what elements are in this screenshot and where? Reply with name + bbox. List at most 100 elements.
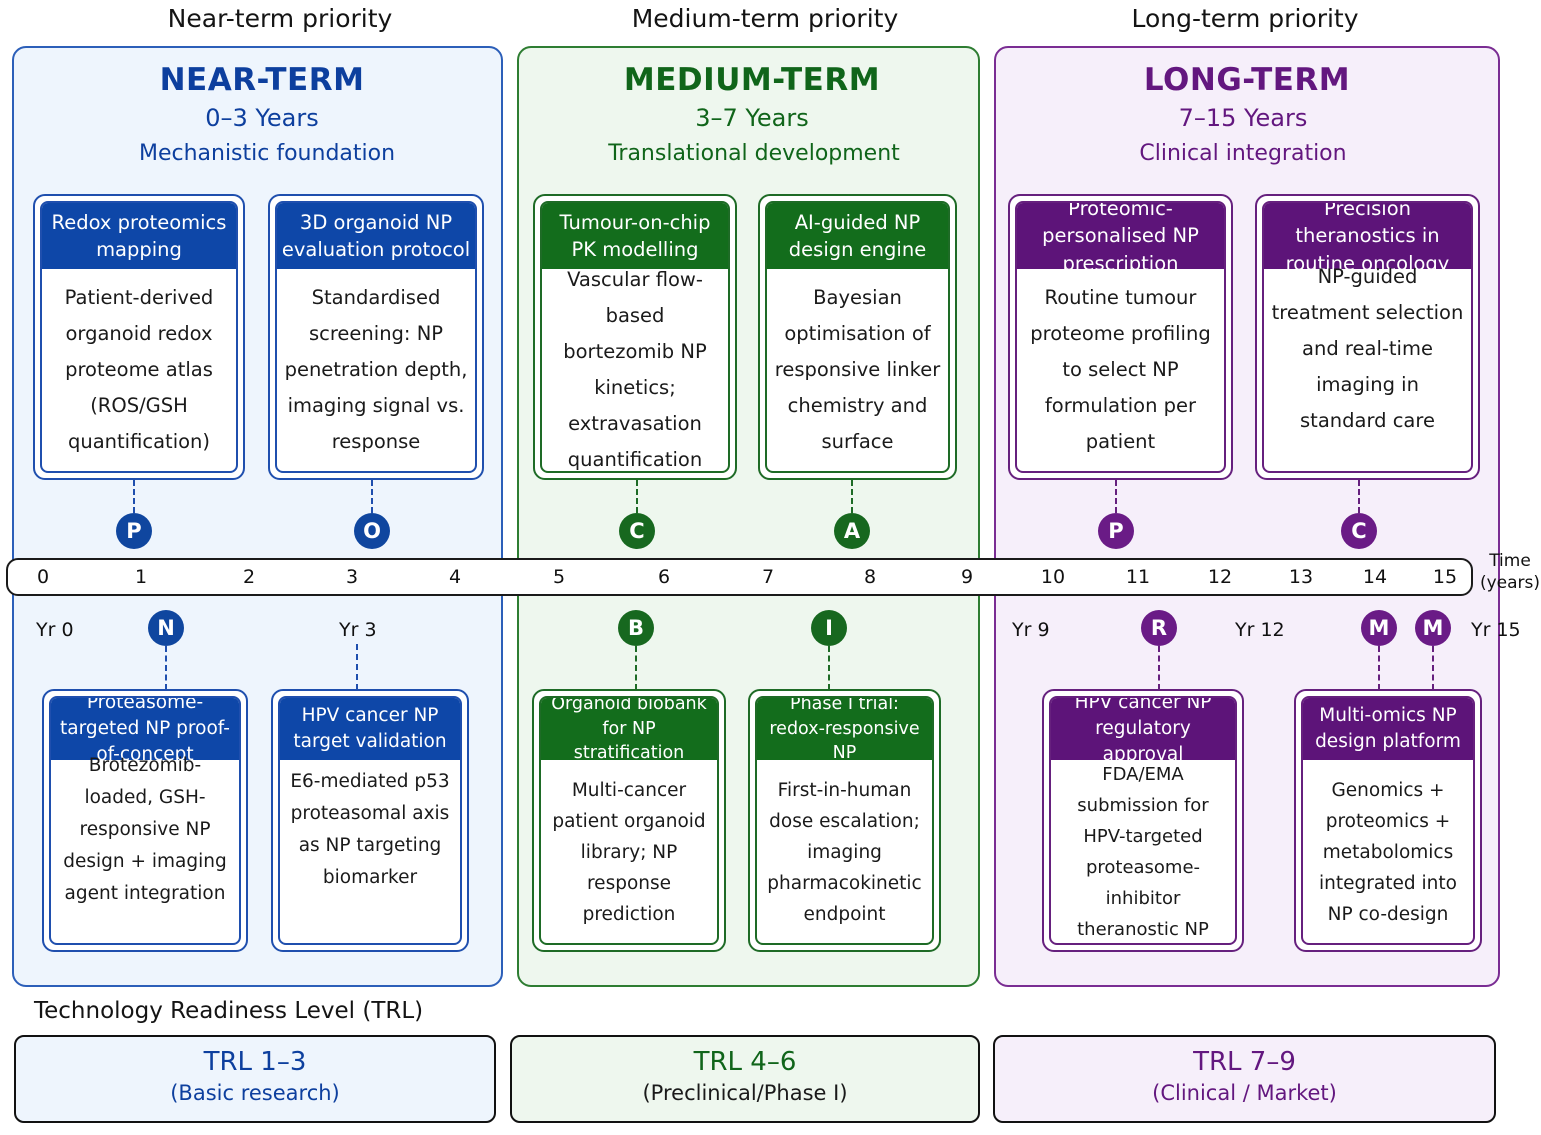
trl-heading: Technology Readiness Level (TRL): [34, 998, 424, 1024]
long-term-title: LONG-TERM: [1143, 62, 1351, 98]
card-text: NP-guided treatment selection and real-t…: [1271, 265, 1464, 432]
card-hpv-target-validation: HPV cancer NP target validation E6-media…: [271, 689, 469, 952]
card-text: Routine tumour proteome profiling to sel…: [1030, 286, 1211, 453]
year-marker: Yr 3: [339, 619, 377, 641]
milestone-badge-p: P: [1098, 513, 1134, 549]
connector-line: [1378, 646, 1380, 690]
card-redox-proteomics: Redox proteomics mapping Patient-derived…: [33, 194, 245, 480]
card-text: Bayesian optimisation of responsive link…: [774, 286, 941, 453]
near-term-years: 0–3 Years: [205, 104, 319, 132]
timeline-tick: 14: [1362, 566, 1388, 588]
milestone-badge-p: P: [116, 513, 152, 549]
card-heading: 3D organoid NP evaluation protocol: [277, 203, 475, 269]
card-text: First-in-human dose escalation; imaging …: [767, 779, 922, 925]
milestone-badge-b: B: [618, 610, 654, 646]
year-marker: Yr 15: [1471, 619, 1521, 641]
milestone-badge-c: C: [1341, 513, 1377, 549]
card-text: Genomics + proteomics + metabolomics int…: [1319, 779, 1457, 925]
card-organoid-biobank: Organoid biobank for NP stratification M…: [532, 689, 726, 952]
connector-line: [1115, 480, 1117, 513]
trl-title: TRL 1–3: [203, 1047, 307, 1077]
card-heading: Precision theranostics in routine oncolo…: [1264, 203, 1471, 275]
trl-title: TRL 7–9: [1193, 1047, 1296, 1077]
card-heading: Phase I trial: redox-responsive NP: [757, 698, 932, 763]
timeline-tick: 8: [863, 566, 877, 588]
card-phase-i-trial: Phase I trial: redox-responsive NP First…: [748, 689, 941, 952]
card-text: Patient-derived organoid redox proteome …: [64, 286, 214, 453]
trl-subtitle: (Preclinical/Phase I): [642, 1081, 848, 1105]
card-text: Standardised screening: NP penetration d…: [284, 286, 468, 453]
year-marker: Yr 0: [36, 619, 74, 641]
milestone-badge-i: I: [811, 610, 847, 646]
connector-line: [636, 480, 638, 513]
card-hpv-regulatory-approval: HPV cancer NP regulatory approval FDA/EM…: [1042, 689, 1244, 952]
card-3d-organoid-protocol: 3D organoid NP evaluation protocol Stand…: [268, 194, 484, 480]
card-heading: Proteasome-targeted NP proof-of-concept: [51, 698, 239, 765]
year-marker: Yr 12: [1235, 619, 1285, 641]
connector-line: [1432, 646, 1434, 690]
medium-term-years: 3–7 Years: [695, 104, 809, 132]
card-tumour-on-chip: Tumour-on-chip PK modelling Vascular flo…: [533, 194, 737, 480]
trl-title: TRL 4–6: [693, 1047, 797, 1077]
card-text: Vascular flow-based bortezomib NP kineti…: [563, 268, 707, 471]
long-term-years: 7–15 Years: [1178, 104, 1308, 132]
long-term-subtitle: Clinical integration: [1139, 141, 1347, 166]
timeline-tick: 6: [657, 566, 671, 588]
timeline-tick: 10: [1040, 566, 1066, 588]
medium-term-subtitle: Translational development: [608, 141, 900, 166]
timeline-tick: 0: [36, 566, 50, 588]
card-text: FDA/EMA submission for HPV-targeted prot…: [1077, 764, 1209, 940]
near-term-priority-heading: Near-term priority: [167, 4, 393, 33]
connector-line: [851, 480, 853, 513]
trl-box-1-3: TRL 1–3 (Basic research): [14, 1035, 496, 1123]
timeline-tick: 11: [1125, 566, 1151, 588]
timeline-tick: 5: [552, 566, 566, 588]
trl-subtitle: (Clinical / Market): [1152, 1081, 1337, 1105]
timeline-tick: 9: [960, 566, 974, 588]
card-precision-theranostics: Precision theranostics in routine oncolo…: [1255, 194, 1480, 480]
card-proteomic-personalised: Proteomic-personalised NP prescription R…: [1008, 194, 1233, 480]
timeline-tick: 7: [761, 566, 775, 588]
card-heading: Multi-omics NP design platform: [1303, 698, 1473, 760]
connector-line: [356, 644, 358, 690]
card-heading: AI-guided NP design engine: [767, 203, 948, 269]
connector-line: [371, 480, 373, 513]
card-multi-omics-platform: Multi-omics NP design platform Genomics …: [1294, 689, 1482, 952]
connector-line: [165, 646, 167, 690]
timeline-tick: 15: [1432, 566, 1458, 588]
connector-line: [1158, 646, 1160, 690]
milestone-badge-m: M: [1415, 610, 1451, 646]
milestone-badge-o: O: [354, 513, 390, 549]
card-heading: Proteomic-personalised NP prescription: [1017, 203, 1224, 275]
milestone-badge-n: N: [148, 610, 184, 646]
connector-line: [133, 480, 135, 513]
timeline-tick: 1: [134, 566, 148, 588]
milestone-badge-c: C: [619, 513, 655, 549]
timeline-axis-label: Time (years): [1479, 551, 1541, 593]
card-text: E6-mediated p53 proteasomal axis as NP t…: [290, 771, 450, 888]
card-heading: HPV cancer NP regulatory approval: [1051, 698, 1235, 765]
card-text: Multi-cancer patient organoid library; N…: [552, 779, 706, 925]
connector-line: [828, 646, 830, 690]
near-term-subtitle: Mechanistic foundation: [138, 141, 396, 166]
long-term-priority-heading: Long-term priority: [1131, 4, 1359, 33]
card-text: Brotezomib-loaded, GSH-responsive NP des…: [63, 755, 227, 904]
card-heading: Redox proteomics mapping: [42, 203, 236, 269]
milestone-badge-m: M: [1361, 610, 1397, 646]
timeline-tick: 4: [448, 566, 462, 588]
connector-line: [635, 646, 637, 690]
near-term-title: NEAR-TERM: [159, 62, 365, 98]
medium-term-title: MEDIUM-TERM: [623, 62, 881, 98]
timeline-tick: 12: [1207, 566, 1233, 588]
milestone-badge-r: R: [1141, 610, 1177, 646]
trl-subtitle: (Basic research): [170, 1081, 340, 1105]
card-proteasome-targeted-np: Proteasome-targeted NP proof-of-concept …: [42, 689, 248, 952]
timeline-bar: [6, 558, 1473, 596]
timeline-tick: 3: [345, 566, 359, 588]
card-ai-guided-np: AI-guided NP design engine Bayesian opti…: [758, 194, 957, 480]
card-heading: HPV cancer NP target validation: [280, 698, 460, 760]
timeline-tick: 13: [1288, 566, 1314, 588]
connector-line: [1358, 480, 1360, 513]
milestone-badge-a: A: [834, 513, 870, 549]
medium-term-priority-heading: Medium-term priority: [631, 4, 899, 33]
